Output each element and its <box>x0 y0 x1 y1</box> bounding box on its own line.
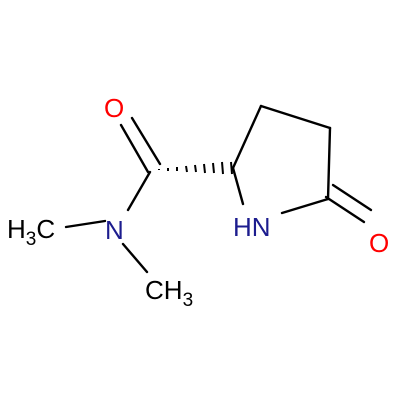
bond-carbonyl-to-amide-n <box>126 170 152 212</box>
bonds <box>64 104 373 274</box>
atom-methyl-bottom: CH3 <box>145 275 193 311</box>
methyl-bottom-ch: CH <box>145 275 183 305</box>
hash-line <box>185 165 188 173</box>
bond-n-to-methyl-bottom <box>121 242 149 274</box>
bond-lactam-carbonyl-2 <box>331 183 373 212</box>
atom-oxygen-lactam: O <box>369 228 389 258</box>
bond-amide-carbonyl-2 <box>130 116 162 166</box>
methyl-left-h: H <box>7 214 26 244</box>
bond-lactam-carbonyl-1 <box>324 195 366 224</box>
atom-nitrogen-ring: HN <box>233 212 271 242</box>
bond-ring-c5-nh <box>280 197 330 215</box>
bond-ring-c3-c4 <box>259 104 332 130</box>
methyl-left-c: C <box>36 214 55 244</box>
atom-nitrogen-amide: N <box>105 215 124 245</box>
hash-line <box>194 164 197 173</box>
methyl-bottom-subscript: 3 <box>183 290 194 311</box>
bond-ring-c2-c3 <box>231 104 263 170</box>
atom-oxygen-amide: O <box>104 93 124 123</box>
bond-amide-carbonyl-1 <box>119 123 150 174</box>
bond-ring-c4-c5 <box>326 126 332 201</box>
bond-ring-nh-c2 <box>231 166 245 206</box>
hashed-wedge-bond <box>158 161 233 175</box>
methyl-left-subscript: 3 <box>26 229 37 250</box>
bond-n-to-methyl-left <box>64 219 107 229</box>
hash-line <box>221 161 224 175</box>
hash-line <box>203 163 206 174</box>
hash-line <box>230 161 233 175</box>
hash-line <box>212 162 215 174</box>
atom-methyl-left: H3C <box>7 214 55 250</box>
